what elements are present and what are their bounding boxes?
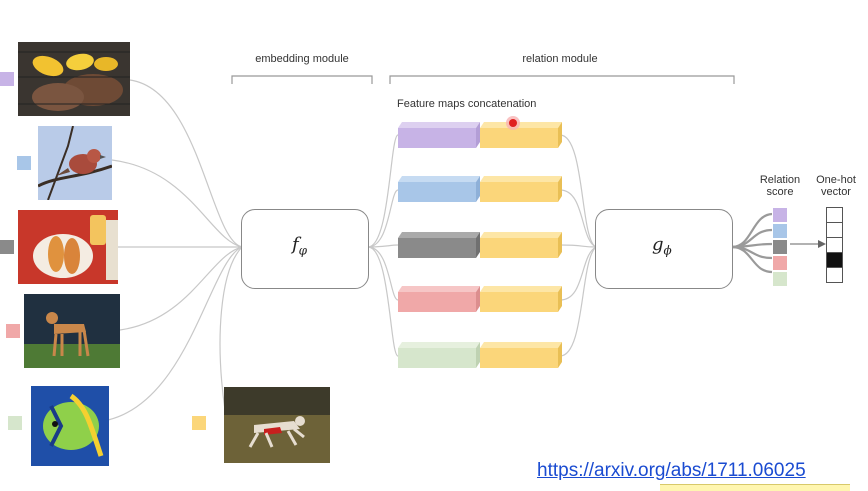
swatch-purple xyxy=(0,72,14,86)
swatch-pink xyxy=(6,324,20,338)
score-cell-green xyxy=(772,271,788,287)
g-phi-label: gϕ xyxy=(652,234,672,258)
support-image-food xyxy=(18,42,130,116)
score-cell-purple xyxy=(772,207,788,223)
one-hot-cell xyxy=(827,238,842,253)
one-hot-cell xyxy=(827,268,842,282)
swatch-yellow xyxy=(192,416,206,430)
relation-score-text: Relation score xyxy=(759,174,801,198)
g-subscript: ϕ xyxy=(663,243,672,258)
relation-module-label: relation module xyxy=(522,53,598,65)
f-phi-label: fφ xyxy=(292,234,307,258)
one-hot-vector-column xyxy=(826,207,843,283)
embedding-function-box: fφ xyxy=(241,209,369,289)
relation-score-label: Relation score xyxy=(752,174,808,198)
one-hot-text: One-hot vector xyxy=(816,174,856,198)
relation-score-column xyxy=(772,207,788,287)
support-image-hotdog xyxy=(18,210,118,284)
score-cell-gray xyxy=(772,239,788,255)
one-hot-label: One-hot vector xyxy=(808,174,864,198)
one-hot-cell xyxy=(827,208,842,223)
bottom-highlight-bar xyxy=(660,484,850,491)
swatch-green xyxy=(8,416,22,430)
support-image-dog xyxy=(24,294,120,368)
swatch-gray xyxy=(0,240,14,254)
feature-maps-label: Feature maps concatenation xyxy=(397,98,537,110)
score-cell-pink xyxy=(772,255,788,271)
g-symbol: g xyxy=(652,234,664,255)
one-hot-cell-active xyxy=(827,253,842,268)
one-hot-cell xyxy=(827,223,842,238)
f-symbol: f xyxy=(292,234,299,255)
support-image-bird xyxy=(38,126,112,200)
relation-function-box: gϕ xyxy=(595,209,733,289)
swatch-blue xyxy=(17,156,31,170)
query-image-running-dog xyxy=(224,387,330,463)
arxiv-link[interactable]: https://arxiv.org/abs/1711.06025 xyxy=(537,460,806,481)
f-subscript: φ xyxy=(298,243,308,258)
embedding-module-label: embedding module xyxy=(255,53,349,65)
support-image-fish xyxy=(31,386,109,466)
score-cell-blue xyxy=(772,223,788,239)
